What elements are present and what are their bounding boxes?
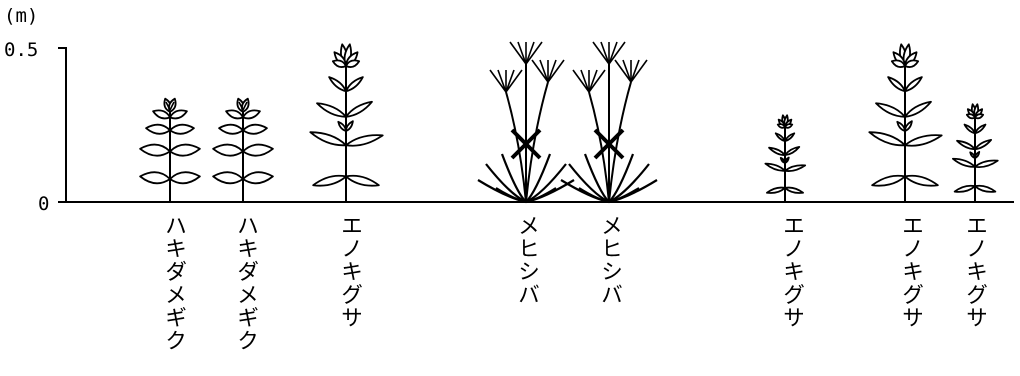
plant-label: エノキグサ	[337, 214, 362, 329]
unit-label: (m)	[4, 5, 38, 27]
plant-foxtail-7	[951, 103, 999, 202]
plant-crabgrass-4	[560, 41, 658, 204]
plant-label: エノキグサ	[962, 214, 987, 329]
plant-foxtail-6	[868, 43, 943, 202]
plant-label: エノキグサ	[898, 214, 923, 329]
plant-broadleaf-1	[212, 97, 274, 202]
plant-broadleaf-0	[139, 97, 201, 202]
plant-crabgrass-3	[477, 41, 575, 204]
tick-label-top: 0.5	[4, 39, 38, 61]
plant-label: ハキダメギク	[161, 214, 186, 352]
plant-label: エノキグサ	[779, 214, 804, 329]
plant-foxtail-2	[309, 43, 384, 202]
plant-label: メヒシバ	[514, 214, 539, 306]
plant-label: ハキダメギク	[233, 214, 258, 352]
plant-label: メヒシバ	[597, 214, 622, 306]
tick-label-zero: 0	[38, 193, 49, 215]
plant-foxtail-5	[764, 114, 807, 202]
plant-drawings	[139, 41, 999, 204]
